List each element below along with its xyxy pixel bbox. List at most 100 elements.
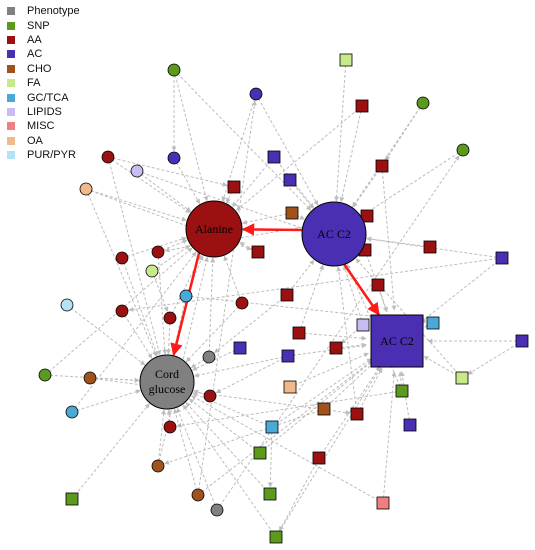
edge xyxy=(381,165,397,311)
legend-swatch-lipids xyxy=(7,107,15,116)
node-aa[interactable] xyxy=(371,278,385,292)
node-ac[interactable] xyxy=(515,334,529,348)
legend-swatch-cho xyxy=(7,64,15,73)
node-fa[interactable] xyxy=(145,264,159,278)
node-oa[interactable] xyxy=(283,380,297,394)
node-aa[interactable] xyxy=(280,288,294,302)
edge xyxy=(355,258,463,379)
node-ac[interactable] xyxy=(233,341,247,355)
node-aa[interactable] xyxy=(203,389,217,403)
edge xyxy=(336,266,358,415)
node-cho[interactable] xyxy=(191,488,205,502)
node-gc-tca[interactable] xyxy=(65,405,79,419)
legend-swatch-snp xyxy=(7,21,15,30)
node-aa[interactable] xyxy=(115,251,129,265)
node-gc-tca[interactable] xyxy=(265,420,279,434)
edge xyxy=(420,257,503,323)
node-ac[interactable] xyxy=(249,87,263,101)
node-snp[interactable] xyxy=(263,487,277,501)
node-ac[interactable] xyxy=(283,173,297,187)
edge xyxy=(323,361,375,410)
node-gc-tca[interactable] xyxy=(179,289,193,303)
node-misc[interactable] xyxy=(376,496,390,510)
legend-swatch-fa xyxy=(7,79,15,88)
legend-label: PUR/PYR xyxy=(27,149,76,162)
node-aa[interactable] xyxy=(350,407,364,421)
node-aa[interactable] xyxy=(163,311,177,325)
strong-edge xyxy=(342,263,380,316)
node-aa[interactable] xyxy=(312,451,326,465)
hub-node-ac-c2-snp[interactable] xyxy=(301,201,367,267)
node-ac[interactable] xyxy=(403,418,417,432)
node-lipids[interactable] xyxy=(356,318,370,332)
hub-node-ac-c2-metabolite[interactable] xyxy=(370,314,424,368)
edge xyxy=(197,100,257,496)
node-aa[interactable] xyxy=(355,99,369,113)
legend-label: Phenotype xyxy=(27,5,80,18)
edge xyxy=(275,366,382,538)
node-cho[interactable] xyxy=(285,206,299,220)
node-aa[interactable] xyxy=(292,326,306,340)
edge xyxy=(191,347,241,371)
node-ac[interactable] xyxy=(281,349,295,363)
node-snp[interactable] xyxy=(253,446,267,460)
node-snp[interactable] xyxy=(38,368,52,382)
edge xyxy=(339,105,363,203)
node-aa[interactable] xyxy=(235,296,249,310)
edge xyxy=(185,302,243,363)
node-aa[interactable] xyxy=(101,150,115,164)
edge xyxy=(182,404,277,538)
node-cho[interactable] xyxy=(83,371,97,385)
node-phenotype[interactable] xyxy=(210,503,224,517)
node-snp[interactable] xyxy=(167,63,181,77)
edge xyxy=(382,371,397,504)
node-gc-tca[interactable] xyxy=(426,316,440,330)
node-aa[interactable] xyxy=(423,240,437,254)
legend-swatch-oa xyxy=(7,136,15,145)
edge xyxy=(289,352,369,388)
node-aa[interactable] xyxy=(163,420,177,434)
edge xyxy=(121,236,187,259)
node-aa[interactable] xyxy=(227,180,241,194)
node-aa[interactable] xyxy=(329,341,343,355)
edge xyxy=(89,377,351,415)
edge xyxy=(190,356,210,369)
node-aa[interactable] xyxy=(151,245,165,259)
node-aa[interactable] xyxy=(115,304,129,318)
node-pur-pyr[interactable] xyxy=(60,298,74,312)
node-cho[interactable] xyxy=(151,459,165,473)
hub-label-alanine: Alanine xyxy=(195,222,233,236)
edge xyxy=(89,377,140,383)
hub-node-alanine[interactable] xyxy=(185,200,243,258)
edge xyxy=(366,236,431,248)
legend-label: LIPIDS xyxy=(27,105,62,118)
node-ac[interactable] xyxy=(495,251,509,265)
legend-item: LIPIDS xyxy=(4,105,80,119)
legend-label: AC xyxy=(27,48,43,61)
node-cho[interactable] xyxy=(317,402,331,416)
node-lipids[interactable] xyxy=(130,164,144,178)
node-snp[interactable] xyxy=(65,492,79,506)
edge xyxy=(193,355,289,378)
node-fa[interactable] xyxy=(455,371,469,385)
edge xyxy=(157,251,168,355)
hub-node-cord-glucose[interactable] xyxy=(139,354,195,410)
legend: Phenotype SNP AA AC CHO FA GC/TCA LIPIDS… xyxy=(4,4,80,162)
edge xyxy=(136,170,192,212)
edge xyxy=(271,358,372,428)
node-snp[interactable] xyxy=(456,143,470,157)
node-aa[interactable] xyxy=(375,159,389,173)
node-snp[interactable] xyxy=(416,96,430,110)
edge xyxy=(259,360,374,454)
node-snp[interactable] xyxy=(269,530,283,544)
node-aa[interactable] xyxy=(251,245,265,259)
node-fa[interactable] xyxy=(339,53,353,67)
node-ac[interactable] xyxy=(267,150,281,164)
node-ac[interactable] xyxy=(167,151,181,165)
node-phenotype[interactable] xyxy=(202,350,216,364)
edge xyxy=(221,93,257,202)
node-snp[interactable] xyxy=(395,384,409,398)
node-oa[interactable] xyxy=(79,182,93,196)
edge xyxy=(197,359,373,496)
